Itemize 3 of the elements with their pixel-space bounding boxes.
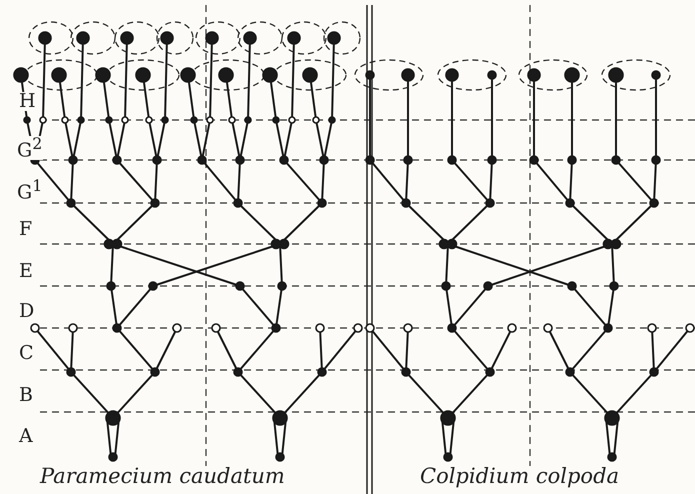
species-name: Colpidium colpoda <box>420 466 620 487</box>
row-label: G$^{2}$ <box>16 136 44 160</box>
row-label: H <box>18 92 37 111</box>
